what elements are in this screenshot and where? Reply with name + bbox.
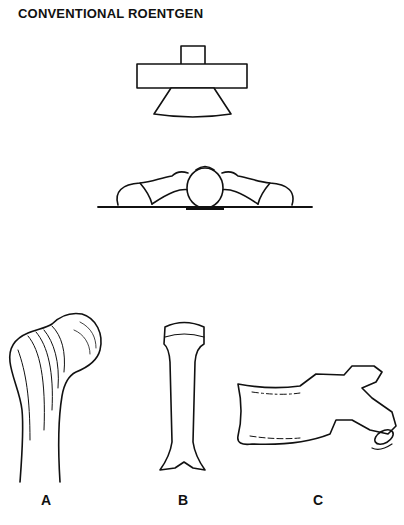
patient-on-table [98,167,312,211]
xray-tube [137,46,247,117]
phalanx-drawing [160,323,205,471]
femur-drawing [10,313,101,482]
vertebra-drawing [238,366,396,449]
figure-title: CONVENTIONAL ROENTGEN [18,6,203,21]
part-label: B [178,492,188,508]
part-label: A [41,492,51,508]
part-label: C [313,492,323,508]
